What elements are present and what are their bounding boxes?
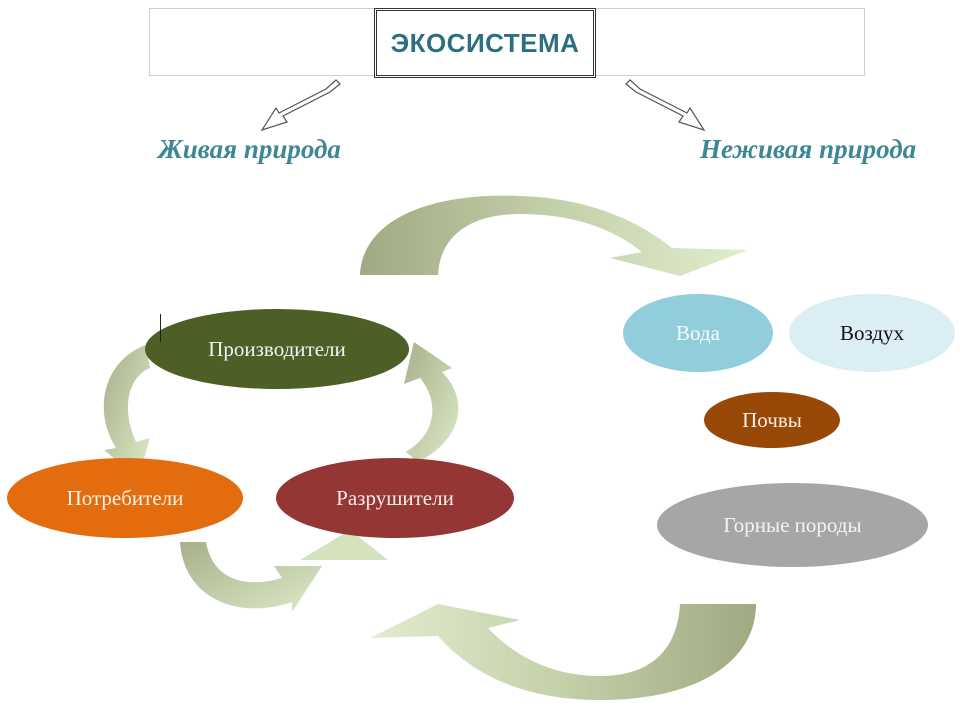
nonliving-nature-label: Неживая природа	[700, 134, 917, 164]
living-nature-label: Живая природа	[158, 134, 341, 164]
producers-to-consumers-arrow	[103, 345, 150, 478]
decomposers-node: Разрушители	[276, 458, 514, 538]
diagram-title: ЭКОСИСТЕМА	[390, 27, 580, 58]
consumers-to-decomposers-arrowhead	[300, 530, 388, 560]
text-cursor	[160, 314, 161, 342]
soil-label: Почвы	[742, 407, 802, 432]
left-branch-arrow	[260, 79, 341, 132]
consumers-to-decomposers-arrow	[180, 542, 322, 612]
right-branch-arrow	[625, 79, 706, 132]
air-node: Воздух	[789, 294, 955, 372]
bottom-cycle-arrow	[370, 604, 756, 700]
soil-node: Почвы	[704, 392, 840, 448]
decomposers-to-producers-arrow	[404, 342, 459, 462]
rocks-node: Горные породы	[657, 483, 928, 567]
producers-label: Производители	[208, 336, 346, 361]
decomposers-label: Разрушители	[336, 485, 454, 510]
consumers-label: Потребители	[66, 485, 184, 510]
consumers-node: Потребители	[7, 458, 243, 538]
water-label: Вода	[676, 320, 720, 345]
air-label: Воздух	[839, 320, 905, 345]
rocks-label: Горные породы	[723, 512, 862, 537]
producers-node: Производители	[145, 309, 409, 389]
title-box: ЭКОСИСТЕМА	[374, 8, 596, 78]
water-node: Вода	[623, 294, 773, 372]
top-cycle-arrow	[360, 195, 748, 276]
